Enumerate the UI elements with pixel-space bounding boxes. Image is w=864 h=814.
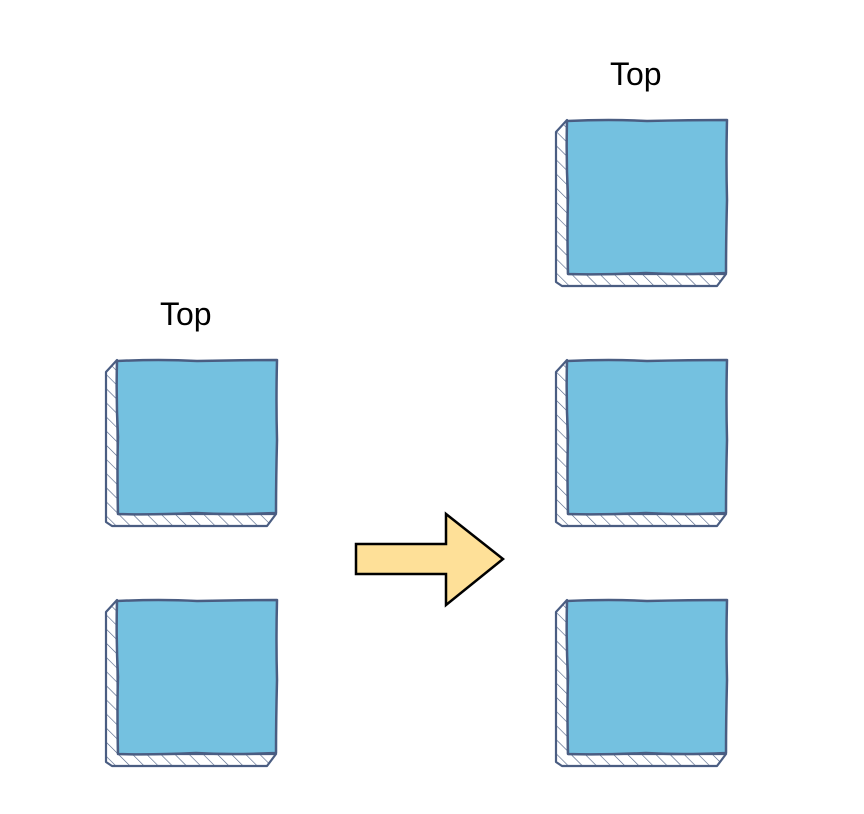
right-arrow-icon [354,511,506,608]
stack-box [554,118,729,288]
stack-box [104,598,279,768]
right-stack-top-label: Top [610,56,662,92]
stack-box [554,358,729,528]
left-stack [104,358,279,768]
right-stack [554,118,729,768]
left-stack-top-label: Top [160,296,212,332]
stack-box [554,598,729,768]
stack-box [104,358,279,528]
